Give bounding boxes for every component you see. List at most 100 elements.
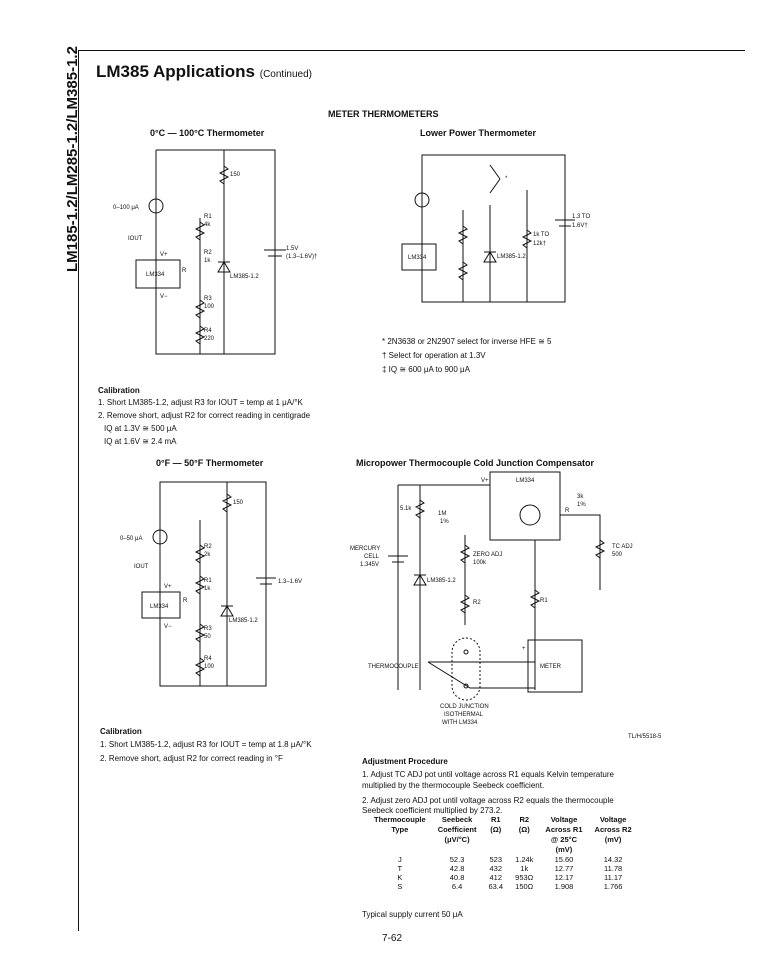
cell: 1.908 bbox=[554, 882, 574, 891]
fig1-r1-value: 4k bbox=[204, 222, 211, 228]
fig3-r1-label: R1 bbox=[204, 578, 212, 584]
section-title: METER THERMOMETERS bbox=[328, 109, 439, 119]
fig4-tcadj-label: TC ADJ bbox=[612, 544, 633, 550]
fig4-isothermal-label: ISOTHERMAL bbox=[444, 712, 484, 718]
cell: 42.8 bbox=[449, 864, 465, 873]
fig4-r-label: R bbox=[565, 508, 570, 514]
fig3-meter-label: 0–50 μA bbox=[120, 536, 142, 542]
cell: 15.60 bbox=[554, 855, 574, 864]
fig2-note-3: ‡ IQ ≅ 600 μA to 900 μA bbox=[382, 365, 470, 374]
fig3-iout-label: IOUT bbox=[134, 564, 149, 570]
cal2-title: Calibration bbox=[100, 727, 142, 736]
cell: J bbox=[397, 855, 402, 864]
fig3-circuit bbox=[141, 481, 276, 687]
fig1-r3-label: R3 bbox=[204, 296, 212, 302]
cell: 40.8 bbox=[449, 873, 465, 882]
fig3-r2-label: R2 bbox=[204, 544, 212, 550]
cal2-line-1: 1. Short LM385-1.2, adjust R3 for IOUT =… bbox=[100, 740, 312, 749]
cell: S bbox=[397, 882, 403, 891]
fig4-ic-label: LM334 bbox=[516, 478, 535, 484]
adjustment-footer: Typical supply current 50 μA bbox=[362, 910, 463, 919]
fig4-cold-junction-label: COLD JUNCTION bbox=[440, 704, 489, 710]
adjustment-line-1: 1. Adjust TC ADJ pot until voltage acros… bbox=[362, 770, 614, 779]
cell: 953Ω bbox=[515, 873, 534, 882]
fig4-r3k-tolerance: 1% bbox=[577, 502, 586, 508]
cal1-line-1: 1. Short LM385-1.2, adjust R3 for IOUT =… bbox=[98, 398, 303, 407]
fig2-battery-label: 1.3 TO bbox=[572, 214, 590, 220]
fig2-ref-label: LM385-1.2 bbox=[497, 254, 526, 260]
fig1-r150-label: 150 bbox=[230, 172, 241, 178]
fig1-battery-value: (1.3–1.6V)† bbox=[286, 254, 317, 260]
adjustment-line-4: Seebeck coefficient multiplied by 273.2. bbox=[362, 806, 503, 815]
fig3-r4-label: R4 bbox=[204, 656, 212, 662]
fig4-cell-voltage: 1.345V bbox=[360, 562, 379, 568]
fig3-r2-value: 2k bbox=[204, 552, 211, 558]
fig4-tcadj-value: 500 bbox=[612, 552, 623, 558]
fig3-ref-label: LM385-1.2 bbox=[229, 618, 258, 624]
fig2-ic-label: LM334 bbox=[408, 255, 427, 261]
cell: 1.766 bbox=[603, 882, 623, 891]
fig1-iout-label: IOUT bbox=[128, 236, 143, 242]
fig3-r3-label: R3 bbox=[204, 626, 212, 632]
fig4-thermocouple-label: THERMOCOUPLE bbox=[368, 664, 419, 670]
figure-code: TL/H/5518-5 bbox=[628, 734, 662, 740]
fig4-meter-plus: + bbox=[522, 646, 526, 652]
cell: 11.17 bbox=[603, 873, 623, 882]
fig4-zeroadj-value: 100k bbox=[473, 560, 487, 566]
fig1-r4-label: R4 bbox=[204, 328, 212, 334]
fig4-meter-minus: − bbox=[522, 686, 526, 692]
cell: T bbox=[397, 864, 403, 873]
fig4-title: Micropower Thermocouple Cold Junction Co… bbox=[356, 458, 595, 468]
fig1-r2-value: 1k bbox=[204, 258, 211, 264]
cal1-line-4: IQ at 1.6V ≅ 2.4 mA bbox=[104, 437, 177, 446]
fig1-circuit bbox=[135, 149, 286, 355]
fig4-r1-label: R1 bbox=[540, 598, 548, 604]
fig2-title: Lower Power Thermometer bbox=[420, 128, 537, 138]
fig2-r12k-label: 12k† bbox=[533, 241, 546, 247]
fig3-vminus-label: V− bbox=[164, 624, 172, 630]
fig4-ref-label: LM385-1.2 bbox=[427, 578, 456, 584]
cal1-title: Calibration bbox=[98, 386, 140, 395]
fig1-battery-label: 1.5V bbox=[286, 246, 298, 252]
fig1-vplus-label: V+ bbox=[160, 252, 168, 258]
cell: 1.24k bbox=[515, 855, 534, 864]
fig4-zeroadj-label: ZERO ADJ bbox=[473, 552, 502, 558]
fig2-note-2: † Select for operation at 1.3V bbox=[382, 351, 486, 360]
cell: K bbox=[397, 873, 403, 882]
fig1-r2-label: R2 bbox=[204, 250, 212, 256]
fig1-r1-label: R1 bbox=[204, 214, 212, 220]
adjustment-title: Adjustment Procedure bbox=[362, 757, 448, 766]
fig3-r4-value: 100 bbox=[204, 664, 215, 670]
fig3-r3-value: 50 bbox=[204, 634, 211, 640]
fig3-r150-label: 150 bbox=[233, 500, 244, 506]
cal2-line-2: 2. Remove short, adjust R2 for correct r… bbox=[100, 754, 283, 763]
fig1-ref-label: LM385-1.2 bbox=[230, 274, 259, 280]
fig2-note-1: * 2N3638 or 2N2907 select for inverse HF… bbox=[382, 337, 552, 346]
fig1-title: 0°C — 100°C Thermometer bbox=[150, 128, 265, 138]
fig4-r1m-tolerance: 1% bbox=[440, 519, 449, 525]
page-number: 7-62 bbox=[382, 933, 403, 944]
cal1-line-3: IQ at 1.3V ≅ 500 μA bbox=[104, 424, 177, 433]
cell: 12.17 bbox=[554, 873, 574, 882]
fig3-r-label: R bbox=[183, 598, 188, 604]
fig1-r-label: R bbox=[182, 268, 187, 274]
fig3-ic-label: LM334 bbox=[150, 604, 169, 610]
fig1-r4-value: 220 bbox=[204, 336, 215, 342]
adjustment-line-3: 2. Adjust zero ADJ pot until voltage acr… bbox=[362, 796, 614, 805]
fig1-meter-label: 0–100 μA bbox=[113, 205, 139, 211]
fig1-ic-label: LM334 bbox=[146, 272, 165, 278]
fig4-r2-label: R2 bbox=[473, 600, 481, 606]
cell: 432 bbox=[489, 864, 503, 873]
fig4-r1m-label: 1M bbox=[438, 511, 446, 517]
page-frame bbox=[78, 50, 745, 931]
fig4-vplus-label: V+ bbox=[481, 478, 489, 484]
